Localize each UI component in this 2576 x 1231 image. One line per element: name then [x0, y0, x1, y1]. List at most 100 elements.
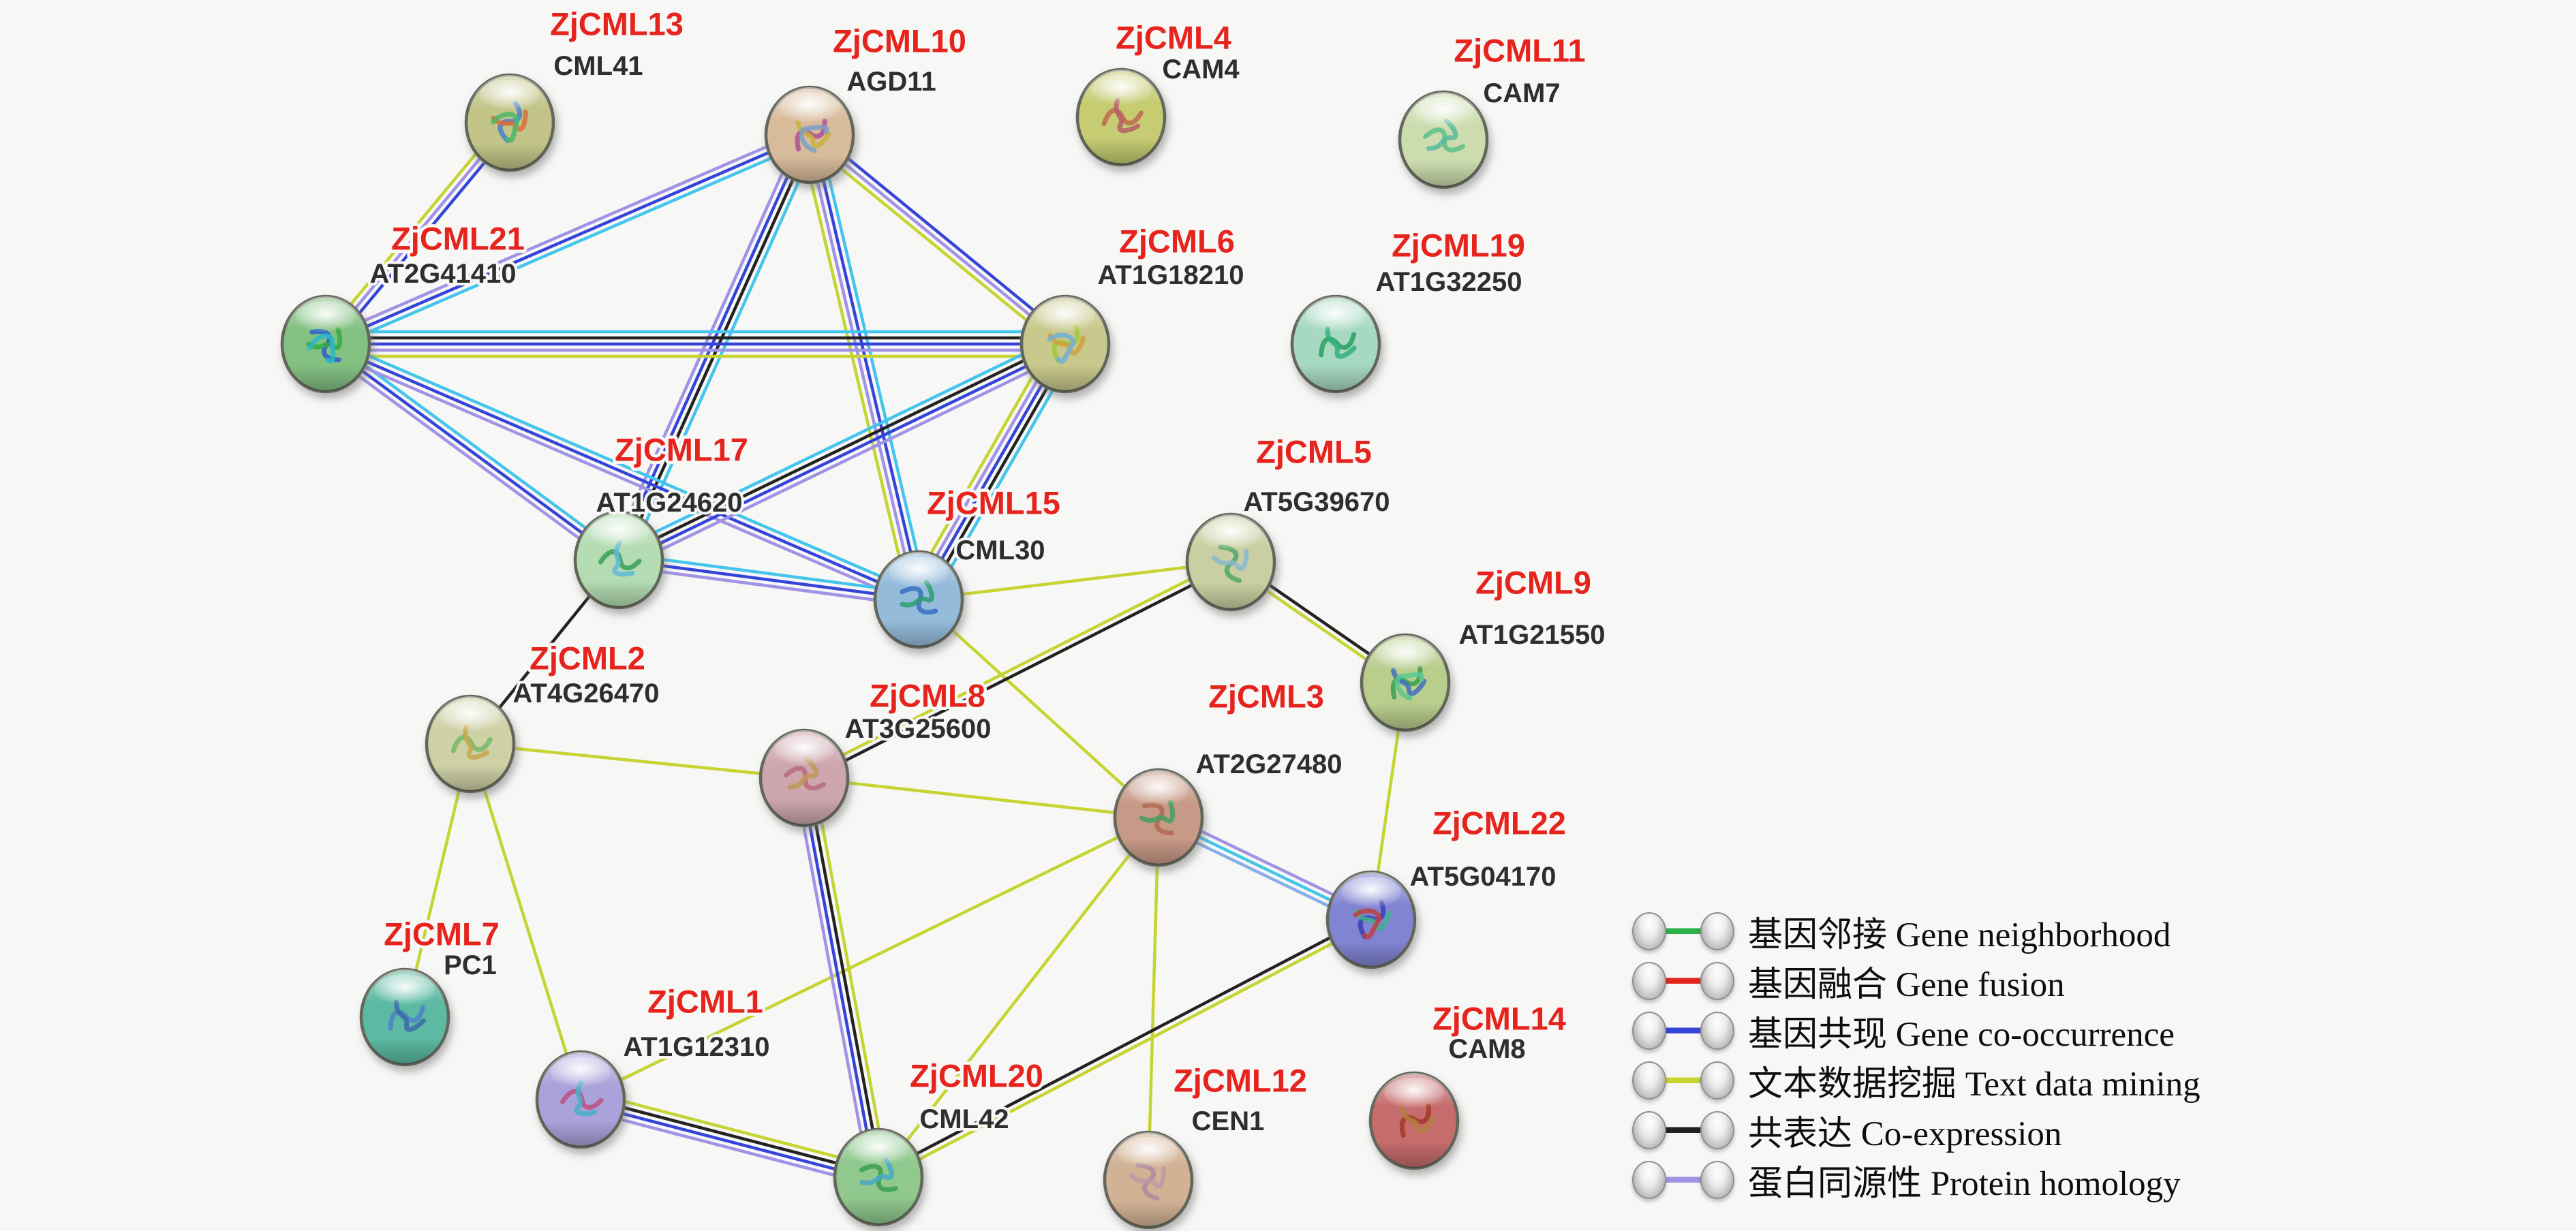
legend-item-protein-homology: 蛋白同源性 Protein homology — [1632, 1155, 2201, 1204]
legend-edge-color-swatch — [1663, 1077, 1703, 1083]
edges-layer — [319, 116, 1409, 1188]
legend-dumbbell-icon — [1632, 911, 1734, 950]
node-gloss-highlight — [1035, 301, 1095, 332]
edge-line-yellow — [319, 116, 507, 342]
legend-sphere-icon — [1700, 1011, 1734, 1050]
legend-sphere-icon — [1632, 1061, 1667, 1100]
legend-edge-color-swatch — [1663, 1177, 1703, 1183]
label-ZjCML19: ZjCML19 — [1392, 228, 1525, 264]
label-ZjCML1: ZjCML1 — [647, 984, 763, 1020]
sublabel-ZjCML5: AT5G39670 — [1244, 487, 1390, 517]
sublabel-ZjCML14: CAM8 — [1448, 1034, 1525, 1064]
node-ZjCML20[interactable] — [833, 1127, 924, 1227]
node-ZjCML10[interactable] — [764, 85, 855, 185]
edge-line-yellow — [906, 336, 1056, 595]
legend-sphere-icon — [1700, 1110, 1734, 1149]
edge-ZjCML10-ZjCML15 — [799, 131, 930, 604]
legend-label-zh: 共表达 — [1748, 1115, 1853, 1153]
legend-label-zh: 文本数据挖掘 — [1748, 1065, 1957, 1104]
node-gloss-highlight — [480, 80, 540, 111]
legend-sphere-icon — [1632, 911, 1667, 950]
legend-sphere-icon — [1632, 961, 1667, 1000]
legend-label-en: Gene co-occurrence — [1887, 1015, 2175, 1054]
node-ZjCML1[interactable] — [535, 1050, 626, 1149]
legend-label-zh: 基因共现 — [1748, 1015, 1888, 1054]
node-gloss-highlight — [1091, 74, 1151, 106]
edge-line-blue — [324, 133, 812, 346]
label-ZjCML5: ZjCML5 — [1256, 434, 1372, 470]
sublabel-ZjCML9: AT1G21550 — [1459, 620, 1606, 650]
node-ZjCML5[interactable] — [1185, 512, 1276, 612]
edge-line-yellow — [802, 776, 1161, 820]
legend-label-zh: 蛋白同源性 — [1748, 1164, 1922, 1203]
node-gloss-highlight — [589, 517, 649, 548]
legend-dumbbell-icon — [1632, 1110, 1734, 1149]
node-gloss-highlight — [1201, 519, 1261, 550]
label-ZjCML10: ZjCML10 — [833, 23, 966, 59]
node-ZjCML2[interactable] — [425, 694, 516, 794]
edge-line-purple — [805, 134, 917, 602]
edge-line-blue — [578, 1101, 880, 1182]
label-ZjCML6: ZjCML6 — [1119, 223, 1235, 260]
edge-ZjCML6-ZjCML15 — [906, 336, 1077, 608]
node-ZjCML15[interactable] — [873, 550, 964, 649]
edge-ZjCML5-ZjCML8 — [801, 557, 1234, 783]
legend-sphere-icon — [1700, 911, 1734, 950]
edge-ZjCML1-ZjCML20 — [577, 1089, 883, 1188]
legend-label: 基因邻接 Gene neighborhood — [1748, 906, 2171, 956]
sublabel-ZjCML4: CAM4 — [1162, 54, 1240, 84]
legend-dumbbell-icon — [1632, 1011, 1734, 1050]
edge-line-purple — [621, 350, 1071, 570]
edge-line-yellow — [581, 1089, 883, 1170]
edge-line-yellow — [878, 920, 1375, 1182]
node-ZjCML13[interactable] — [464, 73, 555, 172]
node-ZjCML8[interactable] — [758, 728, 850, 828]
legend-item-gene-neighborhood: 基因邻接 Gene neighborhood — [1632, 906, 2201, 956]
node-ZjCML11[interactable] — [1398, 90, 1489, 189]
node-ZjCML4[interactable] — [1075, 67, 1167, 167]
legend-label-en: Gene neighborhood — [1887, 916, 2171, 954]
node-ZjCML12[interactable] — [1103, 1130, 1194, 1230]
node-ZjCML6[interactable] — [1019, 294, 1111, 394]
node-ZjCML3[interactable] — [1113, 768, 1204, 867]
legend-dumbbell-icon — [1632, 1061, 1734, 1100]
legend-label: 基因融合 Gene fusion — [1748, 956, 2065, 1006]
node-ZjCML17[interactable] — [573, 510, 664, 610]
legend-sphere-icon — [1700, 1160, 1734, 1199]
edge-line-purple — [616, 564, 920, 608]
node-ZjCML22[interactable] — [1325, 870, 1417, 969]
edge-line-cyan — [326, 139, 814, 352]
node-gloss-highlight — [774, 735, 834, 766]
legend-edge-color-swatch — [1663, 1027, 1703, 1033]
sublabel-ZjCML7: PC1 — [444, 950, 497, 980]
edge-line-yellow — [804, 138, 1063, 351]
legend-edge-color-swatch — [1663, 928, 1703, 934]
node-ZjCML14[interactable] — [1368, 1071, 1460, 1170]
edge-ZjCML15-ZjCML5 — [917, 560, 1233, 602]
labels-layer: ZjCML13CML41ZjCML10AGD11ZjCML4CAM4ZjCML1… — [367, 3, 1608, 1139]
edge-ZjCML2-ZjCML1 — [468, 742, 583, 1102]
edge-ZjCML17-ZjCML15 — [616, 552, 921, 608]
legend-label-en: Gene fusion — [1887, 965, 2065, 1004]
label-ZjCML3: ZjCML3 — [1208, 679, 1324, 715]
node-ZjCML21[interactable] — [280, 294, 371, 394]
edge-line-black — [875, 915, 1372, 1177]
edge-ZjCML3-ZjCML20 — [876, 815, 1161, 1179]
edge-ZjCML10-ZjCML21 — [322, 127, 814, 352]
sublabel-ZjCML2: AT4G26470 — [513, 679, 660, 708]
label-ZjCML11: ZjCML11 — [1454, 33, 1585, 69]
node-ZjCML19[interactable] — [1290, 294, 1381, 394]
edge-line-purple — [808, 133, 1067, 346]
node-ZjCML9[interactable] — [1360, 633, 1451, 732]
edge-line-purple — [793, 778, 871, 1181]
legend-label-en: Co-expression — [1852, 1115, 2062, 1153]
label-ZjCML4: ZjCML4 — [1116, 20, 1231, 56]
edge-line-yellow — [917, 597, 1161, 820]
edge-ZjCML3-ZjCML1 — [579, 815, 1161, 1102]
legend-item-gene-co-occurrence: 基因共现 Gene co-occurrence — [1632, 1006, 2201, 1055]
edge-line-purple — [322, 348, 918, 607]
edge-line-cyan — [927, 348, 1077, 608]
sublabel-ZjCML17: AT1G24620 — [596, 488, 743, 518]
node-ZjCML7[interactable] — [359, 967, 450, 1067]
